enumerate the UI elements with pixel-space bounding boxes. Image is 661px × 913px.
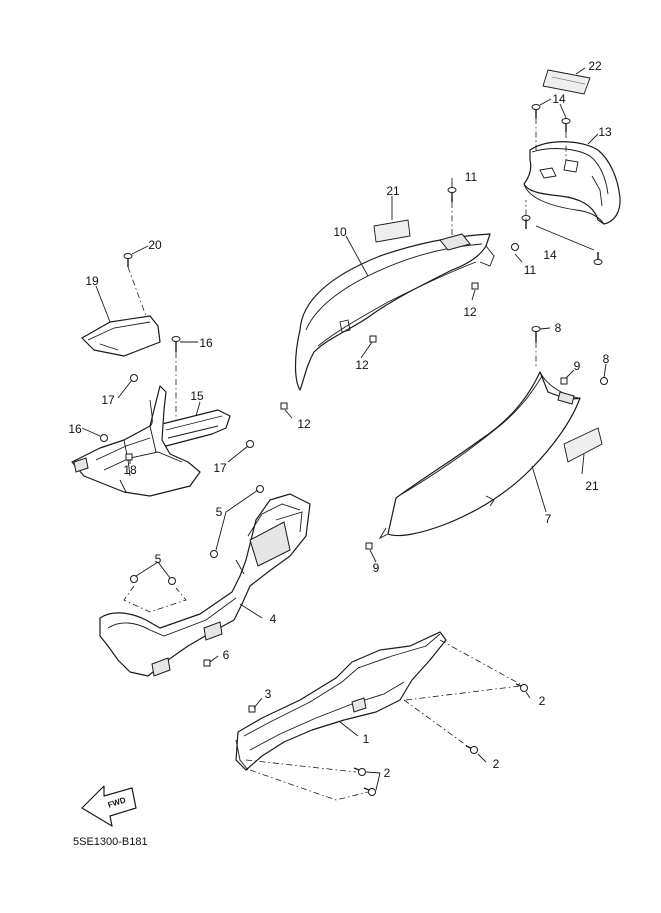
nut-18 bbox=[125, 453, 133, 461]
screw-2-a bbox=[515, 683, 528, 692]
lower-cover-1 bbox=[235, 631, 447, 771]
callout-22: 22 bbox=[588, 59, 602, 73]
screw-8-b bbox=[600, 377, 608, 385]
callout-21-lower: 21 bbox=[585, 479, 599, 493]
fwd-arrow-icon: FWD bbox=[81, 785, 137, 827]
screw-8-a bbox=[531, 326, 541, 342]
nut-12-b bbox=[369, 335, 377, 343]
screw-20 bbox=[123, 253, 133, 267]
floor-panel-4 bbox=[99, 493, 311, 677]
screw-16-b bbox=[100, 434, 108, 442]
callout-18: 18 bbox=[123, 463, 137, 477]
decal-21-lower bbox=[563, 427, 603, 463]
callout-1: 1 bbox=[363, 732, 370, 746]
nut-3 bbox=[248, 705, 256, 713]
callout-21-upper: 21 bbox=[386, 184, 400, 198]
callout-2-mid: 2 bbox=[493, 757, 500, 771]
screw-5-d bbox=[168, 577, 176, 585]
callout-3: 3 bbox=[265, 687, 272, 701]
screw-5-a bbox=[256, 485, 264, 493]
callout-9-bottom: 9 bbox=[373, 561, 380, 575]
screw-14-a bbox=[531, 104, 541, 118]
callout-2-low: 2 bbox=[384, 766, 391, 780]
callout-14-bottom: 14 bbox=[543, 248, 557, 262]
callout-10: 10 bbox=[333, 225, 347, 239]
screw-17-a bbox=[130, 374, 138, 382]
nut-12-a bbox=[471, 282, 479, 290]
screw-11-a bbox=[447, 187, 457, 202]
screw-16-a bbox=[171, 336, 181, 352]
callout-16-left: 16 bbox=[68, 422, 82, 436]
callout-6: 6 bbox=[223, 648, 230, 662]
nut-9-b bbox=[365, 542, 373, 550]
callout-7: 7 bbox=[545, 512, 552, 526]
screw-11-b bbox=[511, 243, 519, 251]
nut-9-a bbox=[560, 377, 568, 385]
callout-13: 13 bbox=[598, 125, 612, 139]
screw-2-c bbox=[353, 767, 366, 776]
callout-11-top: 11 bbox=[465, 170, 478, 184]
callout-17-bottom: 17 bbox=[213, 461, 227, 475]
callout-9-top: 9 bbox=[574, 359, 581, 373]
inner-panel-front bbox=[71, 385, 201, 497]
side-cover-7 bbox=[378, 371, 581, 540]
callout-8-right: 8 bbox=[603, 352, 610, 366]
panel-19 bbox=[81, 315, 161, 357]
callout-14-top: 14 bbox=[552, 92, 566, 106]
screw-14-d bbox=[593, 252, 603, 265]
callout-2-right: 2 bbox=[539, 694, 546, 708]
callout-11-right: 11 bbox=[524, 263, 537, 277]
callout-5-left: 5 bbox=[155, 552, 162, 566]
diagram-code: 5SE1300-B181 bbox=[73, 836, 148, 848]
screw-2-b bbox=[465, 745, 478, 754]
screw-17-b bbox=[246, 440, 254, 448]
callout-19: 19 bbox=[85, 274, 99, 288]
lid-15 bbox=[157, 409, 231, 447]
callout-16-top: 16 bbox=[199, 336, 213, 350]
screw-5-c bbox=[130, 575, 138, 583]
decal-21-upper bbox=[373, 219, 411, 243]
decal-22 bbox=[542, 69, 591, 95]
callout-15: 15 bbox=[190, 389, 204, 403]
nut-12-c bbox=[280, 402, 288, 410]
rear-cover-13 bbox=[523, 141, 621, 225]
nut-6 bbox=[203, 659, 211, 667]
callout-12-top: 12 bbox=[463, 305, 477, 319]
callout-4: 4 bbox=[270, 612, 277, 626]
callout-12-mid: 12 bbox=[355, 358, 369, 372]
assembly-lines bbox=[123, 118, 567, 801]
callout-8-top: 8 bbox=[555, 321, 562, 335]
callout-5-right: 5 bbox=[216, 505, 223, 519]
leader-lines bbox=[81, 67, 607, 791]
callout-17-top: 17 bbox=[101, 393, 115, 407]
side-cover-10 bbox=[294, 233, 495, 391]
callout-labels: 22 14 13 14 11 11 21 10 12 12 12 8 8 9 2… bbox=[68, 59, 612, 780]
screw-5-b bbox=[210, 550, 218, 558]
screw-2-d bbox=[363, 787, 376, 796]
screw-14-b bbox=[561, 118, 571, 132]
callout-20: 20 bbox=[148, 238, 162, 252]
callout-12-low: 12 bbox=[297, 417, 311, 431]
